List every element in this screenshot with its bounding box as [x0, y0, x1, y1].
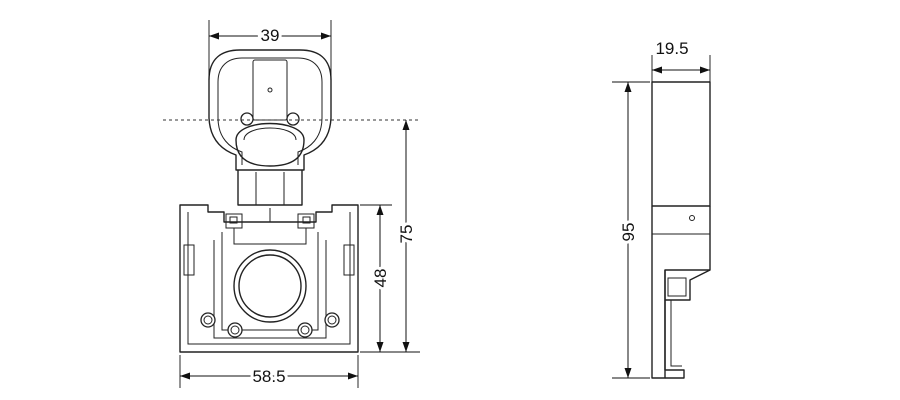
- dim-side-depth: 19.5: [651, 39, 711, 82]
- front-right-latch: [297, 213, 315, 229]
- side-upper-block: [651, 81, 711, 207]
- dim-side-height-label: 95: [619, 223, 638, 242]
- side-view: [651, 81, 711, 379]
- front-base-frame: [221, 232, 319, 331]
- dim-bottom-width-label: 58.5: [252, 367, 285, 386]
- front-screw-top-left: [200, 312, 216, 328]
- front-right-pin: [286, 112, 300, 126]
- dim-side-depth-label: 19.5: [655, 39, 688, 58]
- side-clip: [667, 277, 687, 297]
- front-cap-pin: [267, 87, 273, 93]
- front-left-tab: [183, 244, 195, 276]
- front-cap-inner: [217, 57, 323, 165]
- front-cap-cutout: [235, 122, 305, 167]
- dim-total-height: 75: [360, 120, 420, 353]
- front-center-opening: [233, 228, 307, 245]
- dim-bottom-width: 58.5: [179, 355, 359, 389]
- front-socket-ring: [233, 249, 307, 323]
- front-screw-bottom-left: [227, 322, 243, 338]
- dim-top-width: 39: [208, 20, 332, 80]
- front-screw-top-right-inner: [327, 315, 337, 325]
- front-screw-top-left-inner: [203, 315, 213, 325]
- front-right-latch-inner: [302, 216, 311, 224]
- front-right-tab: [343, 244, 355, 276]
- front-base-inner: [187, 212, 351, 345]
- front-screw-bottom-right: [297, 322, 313, 338]
- front-cap-outline: [208, 49, 332, 171]
- front-socket: [238, 254, 302, 318]
- side-hole: [689, 215, 695, 221]
- front-view: [163, 49, 420, 353]
- front-screw-bottom-right-inner: [300, 325, 310, 335]
- front-screw-bottom-left-inner: [230, 325, 240, 335]
- front-left-pin: [240, 112, 254, 126]
- front-base-outline: [179, 204, 359, 353]
- side-middle-block: [651, 206, 711, 379]
- front-screw-top-right: [324, 312, 340, 328]
- front-cap-cutout-inner: [243, 127, 297, 141]
- dim-body-height-label: 48: [371, 269, 390, 288]
- front-left-latch-inner: [229, 216, 238, 224]
- dim-total-height-label: 75: [397, 225, 416, 244]
- front-cap-slot: [252, 59, 288, 121]
- side-lower-part: [664, 269, 711, 301]
- side-lower-detail: [670, 300, 682, 367]
- front-base-frame-2: [213, 240, 327, 339]
- dim-top-width-label: 39: [261, 26, 280, 45]
- front-neck: [237, 170, 303, 206]
- front-left-latch: [225, 213, 243, 229]
- dim-body-height: 48: [360, 204, 393, 353]
- side-lower-foot: [664, 300, 685, 379]
- dim-side-height: 95: [612, 81, 650, 379]
